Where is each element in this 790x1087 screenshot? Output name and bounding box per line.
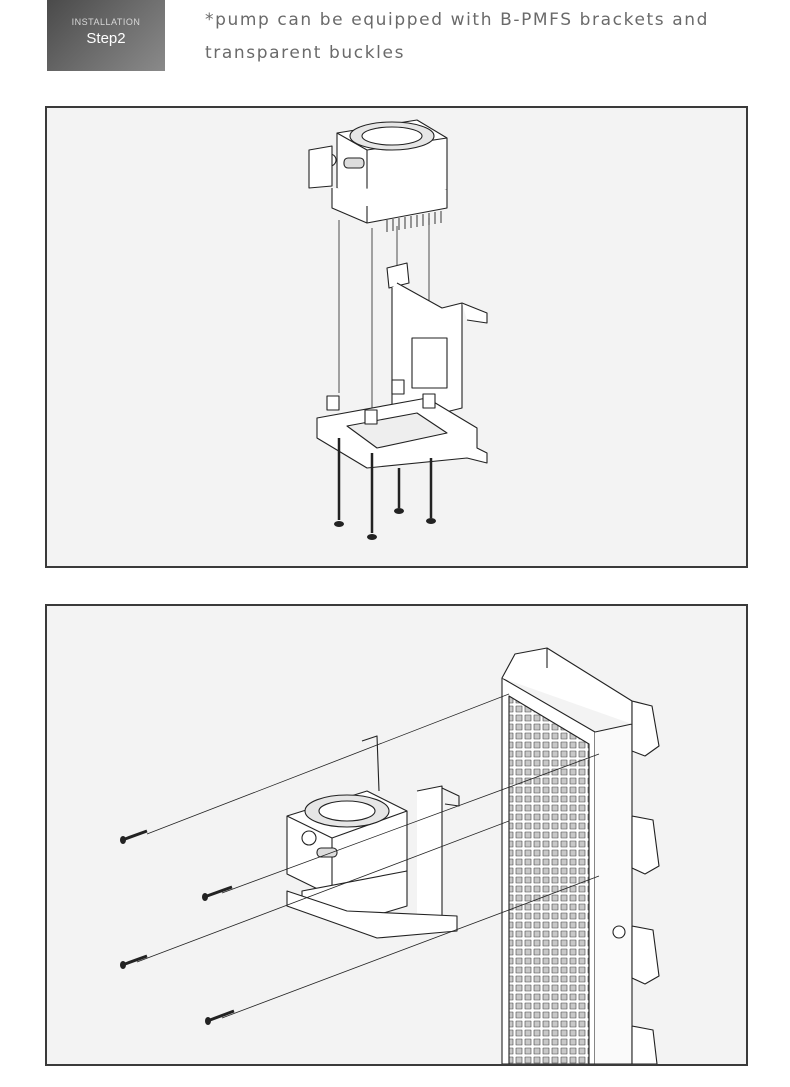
badge-label-step: Step2 bbox=[86, 30, 126, 47]
pump-radiator-diagram bbox=[120, 647, 660, 1064]
note-line-2: transparent buckles bbox=[205, 43, 406, 63]
radiator-icon bbox=[501, 647, 633, 1064]
note-line-1: *pump can be equipped with B-PMFS bracke… bbox=[205, 10, 710, 30]
diagram-panel-radiator-mounting bbox=[45, 604, 748, 1066]
pump-icon bbox=[308, 119, 448, 232]
installation-note: *pump can be equipped with B-PMFS bracke… bbox=[205, 4, 765, 70]
bracket-icon bbox=[286, 735, 460, 939]
fan-icon bbox=[631, 700, 660, 1064]
pump-bracket-diagram bbox=[308, 119, 488, 540]
logo-mark bbox=[612, 925, 626, 939]
screw-icon bbox=[337, 438, 433, 533]
diagram-panel-bracket-assembly bbox=[45, 106, 748, 568]
badge-label-small: INSTALLATION bbox=[71, 17, 141, 27]
bracket-icon bbox=[316, 262, 488, 469]
screw-guide-lines bbox=[136, 693, 600, 1019]
screw-icon bbox=[124, 829, 235, 1022]
installation-step-badge: INSTALLATION Step2 bbox=[47, 0, 165, 71]
